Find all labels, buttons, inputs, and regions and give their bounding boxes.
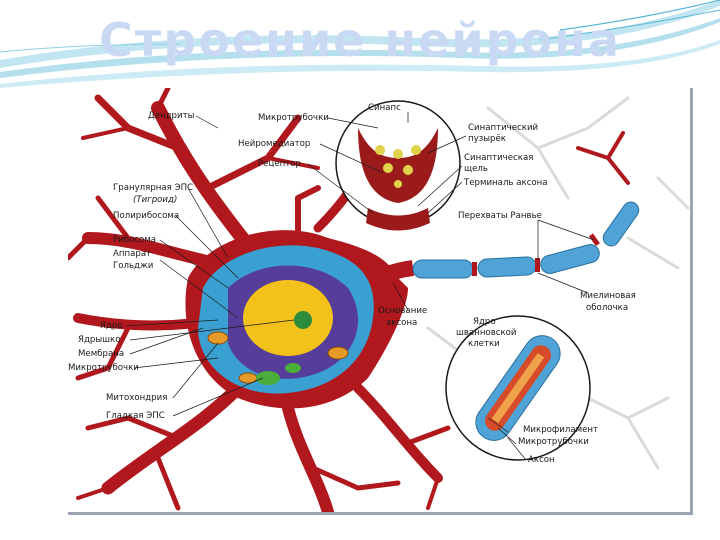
nucleus: [243, 280, 333, 356]
label-myelin-1: Миелиновая: [580, 291, 636, 301]
label-nissl: (Тигроид): [133, 195, 177, 205]
neuron-diagram: Дендриты Гранулярная ЭПС (Тигроид) Полир…: [68, 88, 693, 515]
label-schwann-2: шванновской: [456, 328, 517, 338]
axon-labels: Перехваты Ранвье Миелиновая оболочка Осн…: [378, 211, 636, 465]
label-vesicles-1: Синаптический: [468, 123, 538, 133]
myelinated-axon: [412, 201, 640, 279]
label-microfilament: Микрофиламент: [523, 425, 598, 435]
synapse-labels: Микротрубочки Нейромедиатор Рецептор Син…: [238, 103, 548, 188]
smooth-er: [256, 363, 301, 385]
label-dendrites: Дендриты: [148, 111, 195, 121]
label-receptor: Рецептор: [258, 159, 301, 169]
axon-terminal: [576, 131, 630, 185]
label-mitochondrion: Митохондрия: [106, 393, 167, 403]
label-cleft-1: Синаптическая: [464, 153, 533, 163]
label-vesicles-2: пузырёк: [468, 134, 506, 144]
label-neurotransmitter: Нейромедиатор: [238, 139, 310, 149]
label-schwann-3: клетки: [468, 339, 500, 349]
axon-hillock: [374, 260, 415, 286]
label-axon: Аксон: [528, 455, 555, 465]
label-myelin-2: оболочка: [586, 303, 628, 313]
label-microtubule: Микротрубочки: [68, 363, 139, 373]
label-hillock-1: Основание: [378, 306, 427, 316]
ranvier-nodes: [472, 233, 600, 276]
label-syn-microtubules: Микротрубочки: [258, 113, 329, 123]
label-ribosome: Рибосома: [113, 235, 156, 245]
label-smooth-er: Гладкая ЭПС: [106, 411, 165, 421]
label-rough-er: Гранулярная ЭПС: [113, 183, 193, 193]
label-hillock-2: аксона: [386, 318, 417, 328]
slide-title: Строение нейрона: [99, 13, 621, 67]
left-labels: Дендриты Гранулярная ЭПС (Тигроид) Полир…: [68, 111, 195, 421]
label-schwann-1: Ядро: [473, 317, 496, 327]
label-nucleolus: Ядрышко: [78, 335, 120, 345]
mitochondria: [207, 331, 349, 384]
label-cleft-2: щель: [464, 164, 488, 174]
synapse-inset: [335, 100, 461, 231]
neuron-illustration: Дендриты Гранулярная ЭПС (Тигроид) Полир…: [68, 88, 690, 512]
label-golgi-1: Аппарат: [113, 249, 151, 259]
label-polyribosome: Полирибосома: [113, 211, 179, 221]
label-terminal: Терминаль аксона: [463, 178, 548, 188]
axon-cross-section-inset: [445, 315, 591, 461]
leader-lines: [125, 112, 595, 461]
label-golgi-2: Гольджи: [113, 261, 153, 271]
label-axon-microtubule: Микротрубочки: [518, 437, 589, 447]
label-ranvier: Перехваты Ранвье: [458, 211, 542, 221]
label-nucleus: Ядро: [100, 321, 123, 331]
nucleolus: [294, 311, 312, 329]
label-synapse: Синапс: [368, 103, 401, 113]
header-decoration: [0, 0, 720, 88]
label-membrane: Мембрана: [78, 349, 124, 359]
